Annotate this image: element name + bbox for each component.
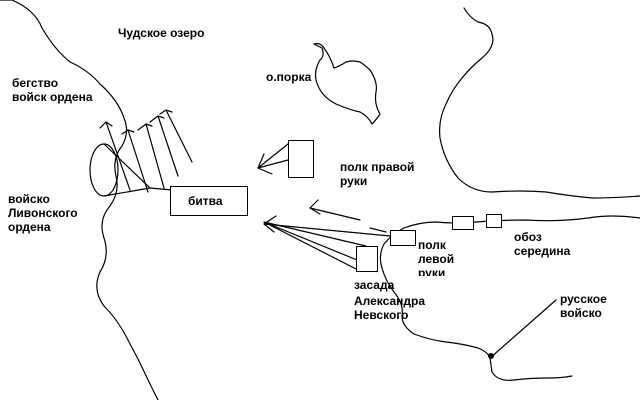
baggage-box-1 — [452, 216, 474, 230]
livonian-wedge — [103, 143, 151, 197]
island-label: о.порка — [266, 70, 312, 84]
left-hand-arrow-upper — [309, 199, 361, 221]
russian-army-marker — [488, 353, 494, 359]
right-hand-regiment-box — [288, 140, 314, 178]
battle-label: битва — [188, 194, 223, 208]
livonian-wedge-ellipse — [89, 143, 119, 197]
russian-army-label-line1: русское — [560, 292, 607, 306]
order-flight-label-line2: войск ордена — [12, 90, 93, 104]
ambush-label-line3: Невского — [354, 308, 409, 322]
left-hand-label-line3: руки — [418, 266, 446, 276]
retreat-arrow-1 — [99, 121, 131, 191]
right-hand-attack-line — [257, 143, 289, 169]
lake-label: Чудское озеро — [118, 26, 205, 40]
ambush-line-1 — [263, 221, 367, 247]
ambush-line-2 — [263, 221, 363, 263]
left-hand-regiment-box — [390, 230, 416, 246]
retreat-arrow-3 — [137, 123, 165, 189]
left-hand-label-line2: левой — [418, 252, 455, 266]
baggage-label-line2: середина — [514, 244, 571, 258]
retreat-arrow-4 — [149, 115, 179, 177]
ambush-label-line2: Александра — [354, 294, 426, 308]
left-hand-label-line1: полк — [418, 238, 446, 252]
ambush-box — [356, 246, 378, 272]
baggage-label-line1: обоз — [514, 230, 542, 244]
baggage-box-2 — [486, 214, 502, 228]
left-hand-arrow-lower — [263, 215, 391, 237]
left-hand-move-line — [369, 227, 387, 233]
russian-army-label-line2: войско — [560, 306, 602, 320]
livonian-label-line2: Ливонского — [8, 206, 78, 220]
ambush-label-line1: засада — [354, 278, 395, 292]
russian-army-pointer — [489, 299, 557, 359]
retreat-arrow-2 — [121, 129, 149, 193]
west-shoreline — [0, 0, 159, 400]
right-hand-label-line2: руки — [340, 174, 368, 188]
ambush-line-3 — [263, 221, 359, 271]
island-outline — [313, 42, 381, 125]
livonian-label-line1: войско — [8, 192, 50, 206]
right-hand-label-line1: полк правой — [340, 160, 415, 174]
northeast-shoreline — [439, 7, 640, 199]
battle-box — [170, 186, 248, 216]
livonian-label-line3: ордена — [8, 220, 51, 234]
retreat-arrow-5 — [159, 109, 193, 163]
order-flight-label-line1: бегство — [12, 76, 59, 90]
livonian-line-1 — [149, 187, 173, 191]
